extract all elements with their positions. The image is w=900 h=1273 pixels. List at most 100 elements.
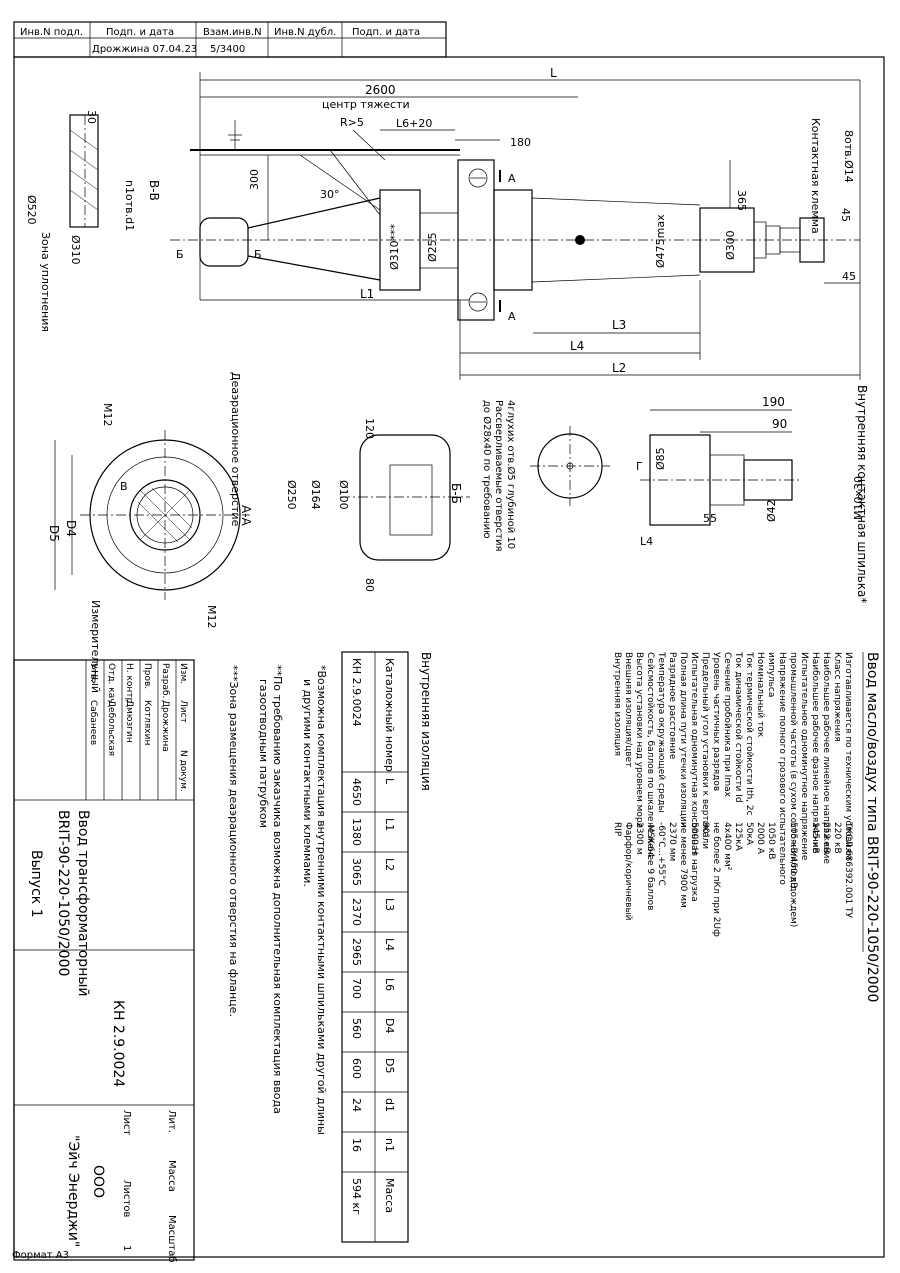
dim-30deg: 30° bbox=[320, 188, 340, 201]
cat-header: D4 bbox=[383, 1018, 396, 1033]
spec-key: Наибольшее рабочее линейное напряжение bbox=[821, 652, 831, 864]
spec-value: не более 2 пКл при 2Uф bbox=[711, 822, 721, 937]
dim-L1: L1 bbox=[360, 287, 374, 301]
catalog-table: Внутренняя изоляция Каталожный номер КН 2… bbox=[341, 651, 433, 1243]
stud-55: 55 bbox=[703, 512, 717, 525]
dim-45a: 45 bbox=[839, 208, 852, 222]
spec-value: 220 кВ bbox=[832, 822, 842, 854]
cat-cell: 1380 bbox=[350, 818, 363, 846]
tb-mass: Масса bbox=[166, 1160, 177, 1192]
tb-doc: N докум. bbox=[178, 750, 188, 792]
aa-m12b: M12 bbox=[205, 605, 218, 629]
dim-center: центр тяжести bbox=[322, 98, 410, 111]
bb2-120: 120 bbox=[363, 418, 376, 439]
spec-key: Испытательная одноминутная консольная на… bbox=[689, 652, 699, 902]
tb-sheets-val: 1 bbox=[121, 1245, 132, 1251]
spec-key: Полная длина пути утечки изоляции bbox=[678, 652, 688, 828]
vv-title: В-В bbox=[147, 180, 161, 201]
cat-cell: 24 bbox=[350, 1098, 363, 1112]
stamp-h0: Инв.N подл. bbox=[20, 27, 83, 38]
sheet-frame bbox=[13, 56, 885, 1258]
spec-value: 145 кВ bbox=[810, 822, 820, 854]
vv-310: Ø310 bbox=[69, 235, 82, 265]
g-holes2: Рассверливаемые отверстия bbox=[493, 400, 504, 552]
cat-cell: 600 bbox=[350, 1058, 363, 1079]
stud-m10: M10x30 bbox=[852, 476, 865, 520]
section-vv: В-В 30 n1отв.d1 Ø520 Ø310 Зона уплотнени… bbox=[25, 110, 161, 332]
stamp-h1: Подп. и дата bbox=[106, 27, 174, 38]
spec-value: 90° bbox=[700, 822, 710, 838]
aa-meas: Измерительный bbox=[89, 600, 102, 693]
cat-cell: 16 bbox=[350, 1138, 363, 1152]
aa-v: В bbox=[120, 480, 128, 493]
dim-300: 300 bbox=[248, 169, 261, 190]
spec-value: 4x400 мм² bbox=[722, 822, 732, 871]
tb-model: BRIT-90-220-1050/2000 bbox=[55, 810, 71, 976]
spec-key: Сейсмостойкость, баллов по шкале MSK-64 bbox=[645, 652, 655, 858]
stud-190: 190 bbox=[762, 395, 785, 409]
cat-cell: 2370 bbox=[350, 898, 363, 926]
dim-180: 180 bbox=[510, 136, 531, 149]
spec-key: Испытательное одноминутное напряжение bbox=[799, 652, 809, 861]
tb-doc-number: КН 2.9.0024 bbox=[110, 1000, 126, 1087]
cat-header: D5 bbox=[383, 1058, 396, 1073]
spec-key: Высота установки над уровнем моря bbox=[634, 652, 644, 828]
tb-name: Дмюзгин bbox=[124, 700, 134, 743]
contact-stud: Внутренняя контактная шпилька* 190 90 Ø8… bbox=[636, 385, 869, 603]
stud-42: Ø42 bbox=[765, 499, 778, 522]
specs-block: Ввод масло/воздух типа BRIT-90-220-1050/… bbox=[612, 651, 880, 1002]
mark-A-top: A bbox=[508, 172, 516, 185]
spec-key: Уровень частичных разрядов bbox=[711, 652, 721, 791]
tb-role: Разраб. bbox=[160, 663, 170, 698]
tb-sheets: Листов bbox=[121, 1180, 132, 1217]
specs-title: Ввод масло/воздух типа BRIT-90-220-1050/… bbox=[864, 652, 880, 1002]
porcelain-sheds bbox=[531, 197, 701, 283]
format-label: Формат А3 bbox=[12, 1250, 69, 1261]
note-line: **По требованию заказчика возможна допол… bbox=[271, 665, 284, 1114]
dim-2600: 2600 bbox=[365, 83, 396, 97]
aa-title: А-А bbox=[239, 505, 253, 527]
inner-insulation-label: Внутренняя изоляция bbox=[419, 652, 433, 791]
cat-header: Каталожный номер bbox=[383, 658, 396, 772]
aa-m12a: M12 bbox=[101, 403, 114, 427]
tb-name: Дрожжина bbox=[160, 700, 170, 752]
tb-product: Ввод трансформаторный bbox=[75, 810, 91, 997]
stud-85: Ø85 bbox=[654, 447, 667, 470]
g-holes: 4глухих отв.Ø5 глубиной 10 bbox=[505, 400, 517, 549]
stamp-h4: Подп. и дата bbox=[352, 27, 420, 38]
dim-475: Ø475max bbox=[654, 214, 667, 268]
dim-L: L bbox=[550, 66, 557, 80]
spec-key: Ток термической стойкости Ith, 2с bbox=[744, 651, 754, 816]
cat-cell: 594 кг bbox=[350, 1178, 363, 1215]
spec-key: Напряжение полного грозового испытательн… bbox=[777, 652, 787, 885]
spec-value: Фарфор/коричневый bbox=[623, 822, 633, 921]
spec-value: ТКСЛ.686392.001 ТУ bbox=[843, 821, 853, 919]
vv-30: 30 bbox=[85, 110, 98, 124]
aa-d4: D4 bbox=[64, 520, 78, 537]
dim-365: 365 bbox=[735, 190, 748, 211]
aa-d5: D5 bbox=[47, 525, 61, 542]
vv-520: Ø520 bbox=[25, 195, 38, 225]
cat-cell: 4650 bbox=[350, 778, 363, 806]
dim-holes: 8отв.Ø14 bbox=[842, 130, 855, 183]
stud-g1: Г bbox=[636, 460, 643, 473]
vv-n1: n1отв.d1 bbox=[123, 180, 136, 231]
dim-310: Ø310*** bbox=[388, 223, 401, 270]
tb-name: Лист bbox=[178, 700, 188, 723]
tb-ooo: ООО bbox=[90, 1165, 106, 1198]
cat-cell: КН 2.9.0024 bbox=[350, 658, 363, 727]
section-bb: Б-Б 120 80 Ø100 Ø164 Ø250 bbox=[285, 418, 470, 592]
spec-value: не менее 7900 мм bbox=[678, 822, 688, 908]
spec-key: Сечение пробойника при Imax bbox=[722, 652, 732, 798]
spec-value: 2370 мм bbox=[667, 822, 677, 861]
tb-scale: Масштаб bbox=[166, 1215, 177, 1263]
mark-A-bot: A bbox=[508, 310, 516, 323]
cat-header: L bbox=[383, 778, 396, 785]
spec-value: -60°С...+55°С bbox=[656, 822, 666, 886]
tb-lit: Лит. bbox=[166, 1110, 177, 1133]
stamp-h2: Взам.инв.N bbox=[203, 27, 262, 38]
stamp-h3: Инв.N дубл. bbox=[274, 27, 336, 38]
mark-B-right: Б bbox=[254, 248, 262, 261]
cat-header: d1 bbox=[383, 1098, 396, 1112]
